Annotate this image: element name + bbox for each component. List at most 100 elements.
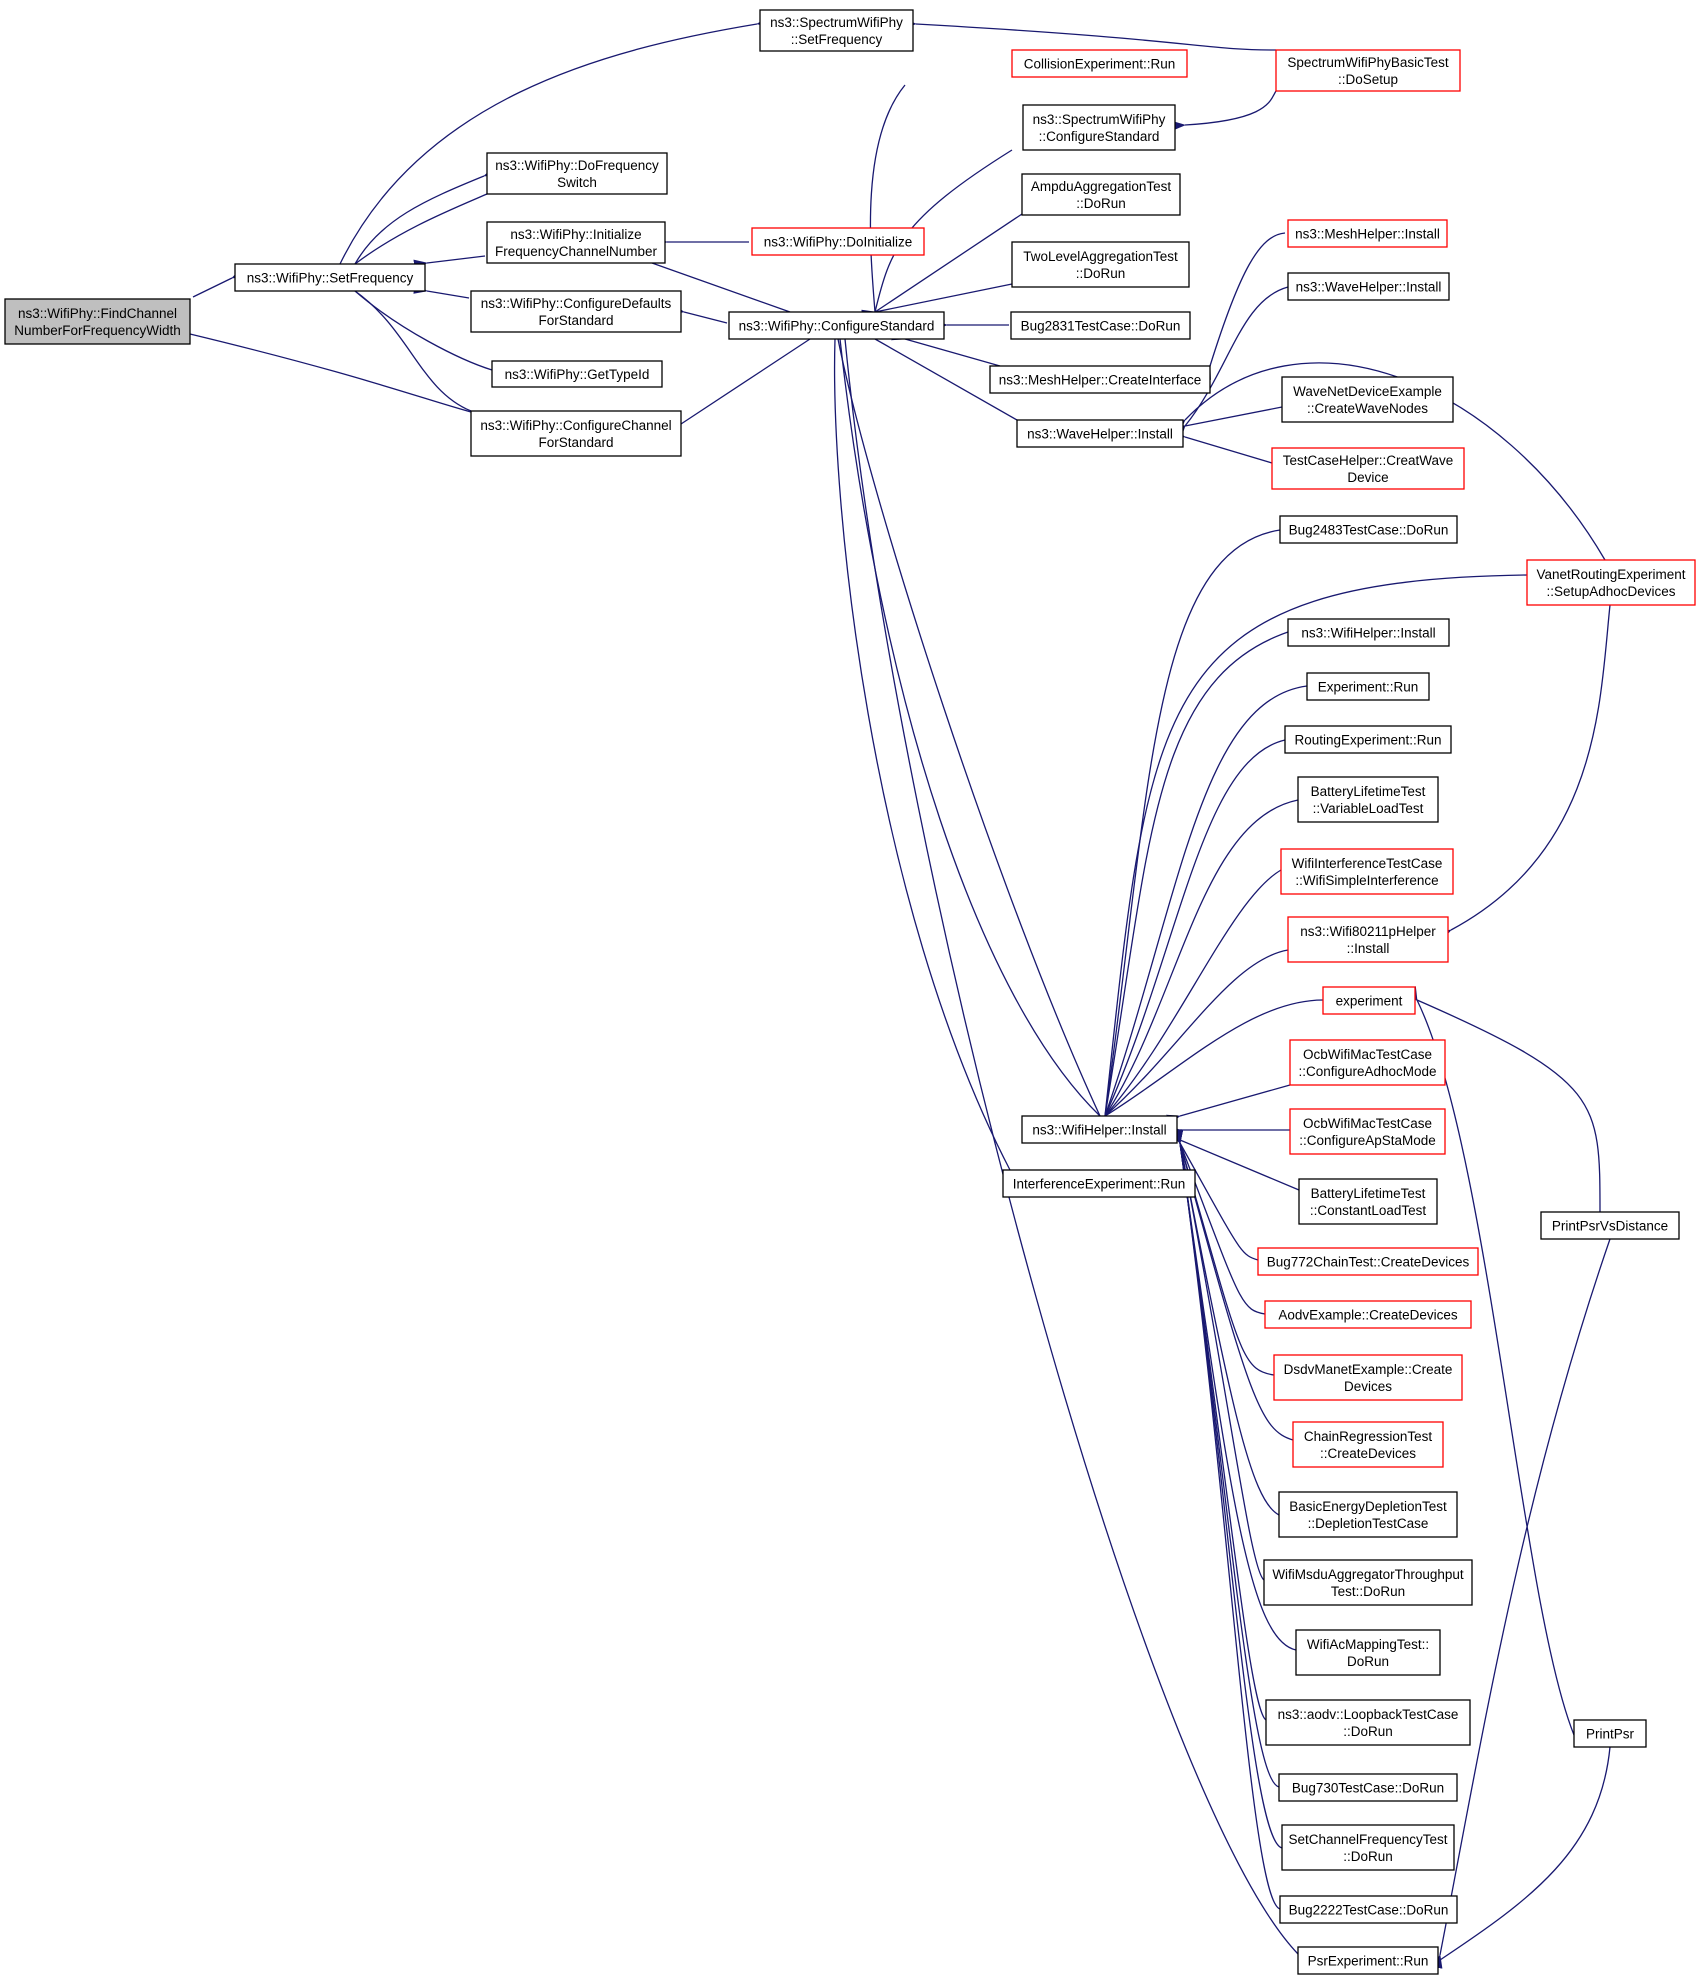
function-node-wave-helper-install[interactable]: ns3::WaveHelper::Install <box>1016 419 1184 448</box>
call-edge <box>176 326 472 413</box>
function-node-box <box>1022 104 1176 151</box>
function-node-label: FrequencyChannelNumber <box>495 244 658 259</box>
call-edge-line <box>339 16 771 265</box>
function-node-set-channel-freq-run[interactable]: SetChannelFrequencyTest::DoRun <box>1281 1824 1455 1871</box>
function-node-get-type-id[interactable]: ns3::WifiPhy::GetTypeId <box>491 360 663 388</box>
function-node-box <box>1278 1773 1458 1802</box>
function-node-box <box>1279 515 1458 544</box>
function-node-find-channel[interactable]: ns3::WifiPhy::FindChannelNumberForFreque… <box>4 298 191 345</box>
function-node-ampdu-run[interactable]: AmpduAggregationTest::DoRun <box>1021 173 1181 216</box>
function-node-bug2831-run[interactable]: Bug2831TestCase::DoRun <box>1010 311 1191 340</box>
call-edge <box>1095 739 1286 1130</box>
function-node-interference-simple[interactable]: WifiInterferenceTestCase::WifiSimpleInte… <box>1280 848 1454 895</box>
function-node-battery-constant[interactable]: BatteryLifetimeTest::ConstantLoadTest <box>1298 1178 1438 1225</box>
function-node-configure-standard[interactable]: ns3::WifiPhy::ConfigureStandard <box>728 311 945 340</box>
function-node-label: ::ConfigureStandard <box>1039 129 1160 144</box>
function-node-spectrum-basic-setup[interactable]: SpectrumWifiPhyBasicTest::DoSetup <box>1275 49 1461 92</box>
function-node-routing-run[interactable]: RoutingExperiment::Run <box>1284 725 1452 754</box>
function-node-label: ns3::WifiPhy::SetFrequency <box>247 271 414 286</box>
call-edge-line <box>830 325 1011 1171</box>
function-node-label: Bug2831TestCase::DoRun <box>1021 319 1181 334</box>
function-node-box <box>470 410 682 457</box>
function-node-box <box>234 263 426 292</box>
function-node-configure-defaults[interactable]: ns3::WifiPhy::ConfigureDefaultsForStanda… <box>470 290 682 333</box>
function-node-set-frequency[interactable]: ns3::WifiPhy::SetFrequency <box>234 263 426 292</box>
function-node-psr-experiment-run[interactable]: PsrExperiment::Run <box>1297 1946 1439 1975</box>
call-edge <box>861 328 1018 421</box>
function-node-bug730-run[interactable]: Bug730TestCase::DoRun <box>1278 1773 1458 1802</box>
call-edge <box>1092 869 1282 1130</box>
function-node-bug2222-run[interactable]: Bug2222TestCase::DoRun <box>1279 1895 1458 1924</box>
function-node-label: ForStandard <box>538 435 613 450</box>
function-node-wifi-helper-install[interactable]: ns3::WifiHelper::Install <box>1021 1115 1178 1144</box>
call-edge-line <box>1091 949 1289 1129</box>
function-node-bug772-create[interactable]: Bug772ChainTest::CreateDevices <box>1257 1247 1479 1276</box>
function-node-print-psr-vs-distance[interactable]: PrintPsrVsDistance <box>1540 1211 1680 1240</box>
call-edge <box>1172 1129 1280 1516</box>
call-edge <box>341 193 488 276</box>
function-node-aodv-example-create[interactable]: AodvExample::CreateDevices <box>1264 1300 1472 1329</box>
function-node-ocb-apsta[interactable]: OcbWifiMacTestCase::ConfigureApStaMode <box>1289 1108 1446 1155</box>
function-node-mesh-install[interactable]: ns3::MeshHelper::Install <box>1287 219 1448 248</box>
function-node-wifi-helper-install-right[interactable]: ns3::WifiHelper::Install <box>1287 618 1450 647</box>
call-edge <box>339 16 771 265</box>
function-node-spectrum-set-frequency[interactable]: ns3::SpectrumWifiPhy::SetFrequency <box>759 9 914 52</box>
function-node-aodv-loopback-run[interactable]: ns3::aodv::LoopbackTestCase::DoRun <box>1265 1699 1471 1746</box>
function-node-box <box>728 311 945 340</box>
function-node-box <box>1287 618 1450 647</box>
function-node-wave-net-device[interactable]: WaveNetDeviceExample::CreateWaveNodes <box>1281 376 1454 423</box>
call-edge-line <box>638 253 791 313</box>
function-node-experiment-run[interactable]: Experiment::Run <box>1306 672 1430 701</box>
function-node-chain-regression-create[interactable]: ChainRegressionTest::CreateDevices <box>1292 1421 1444 1468</box>
function-node-interference-run[interactable]: InterferenceExperiment::Run <box>1002 1169 1196 1198</box>
function-node-box <box>1297 776 1439 823</box>
function-node-spectrum-configure-standard[interactable]: ns3::SpectrumWifiPhy::ConfigureStandard <box>1022 104 1176 151</box>
call-edge <box>1171 1129 1275 1376</box>
function-node-wifi80211p-install[interactable]: ns3::Wifi80211pHelper::Install <box>1287 916 1449 963</box>
function-node-label: ::DoRun <box>1343 1724 1393 1739</box>
function-node-dsdv-create[interactable]: DsdvManetExample::CreateDevices <box>1273 1354 1463 1401</box>
call-edge-line <box>861 213 1023 324</box>
function-node-ocb-adhoc[interactable]: OcbWifiMacTestCase::ConfigureAdhocMode <box>1289 1039 1446 1086</box>
function-node-collision-run[interactable]: CollisionExperiment::Run <box>1011 49 1188 78</box>
function-node-label: ns3::WifiPhy::ConfigureDefaults <box>481 296 672 311</box>
function-node-label: InterferenceExperiment::Run <box>1013 1177 1186 1192</box>
function-node-mesh-create-interface[interactable]: ns3::MeshHelper::CreateInterface <box>989 365 1211 394</box>
call-edge-line <box>1171 406 1283 434</box>
function-node-box <box>1297 1946 1439 1975</box>
call-edge-line <box>1171 90 1277 131</box>
call-edge <box>354 166 498 265</box>
function-node-label: ::DoRun <box>1343 1849 1393 1864</box>
function-node-configure-channel[interactable]: ns3::WifiPhy::ConfigureChannelForStandar… <box>470 410 682 457</box>
call-edge-line <box>1172 1129 1265 1581</box>
function-node-wave-helper-install-2[interactable]: ns3::WaveHelper::Install <box>1287 272 1450 301</box>
function-node-label: PsrExperiment::Run <box>1308 1954 1429 1969</box>
function-node-experiment[interactable]: experiment <box>1322 986 1416 1015</box>
function-node-ac-mapping-run[interactable]: WifiAcMappingTest::DoRun <box>1295 1629 1441 1676</box>
function-node-label: DoRun <box>1347 1654 1389 1669</box>
function-node-energy-depletion[interactable]: BasicEnergyDepletionTest::DepletionTestC… <box>1278 1491 1458 1538</box>
function-node-box <box>1275 49 1461 92</box>
function-node-box <box>1281 376 1454 423</box>
function-node-vanet-setup[interactable]: VanetRoutingExperiment::SetupAdhocDevice… <box>1526 559 1696 606</box>
call-edge <box>667 338 811 436</box>
function-node-initialize-fcn[interactable]: ns3::WifiPhy::InitializeFrequencyChannel… <box>486 221 666 264</box>
function-node-battery-variable[interactable]: BatteryLifetimeTest::VariableLoadTest <box>1297 776 1439 823</box>
call-edge <box>1171 406 1283 434</box>
function-node-twolevel-run[interactable]: TwoLevelAggregationTest::DoRun <box>1011 241 1190 288</box>
function-node-label: Bug730TestCase::DoRun <box>1292 1781 1444 1796</box>
function-node-bug2483-run[interactable]: Bug2483TestCase::DoRun <box>1279 515 1458 544</box>
function-node-do-initialize[interactable]: ns3::WifiPhy::DoInitialize <box>751 227 925 256</box>
call-edge <box>830 325 1101 1117</box>
function-node-box <box>1011 241 1190 288</box>
call-edge <box>830 325 1011 1171</box>
call-edge <box>1091 999 1324 1128</box>
function-node-label: Bug2483TestCase::DoRun <box>1289 523 1449 538</box>
call-edge <box>1173 1129 1280 1788</box>
function-node-print-psr[interactable]: PrintPsr <box>1573 1719 1647 1748</box>
function-node-label: Switch <box>557 175 597 190</box>
